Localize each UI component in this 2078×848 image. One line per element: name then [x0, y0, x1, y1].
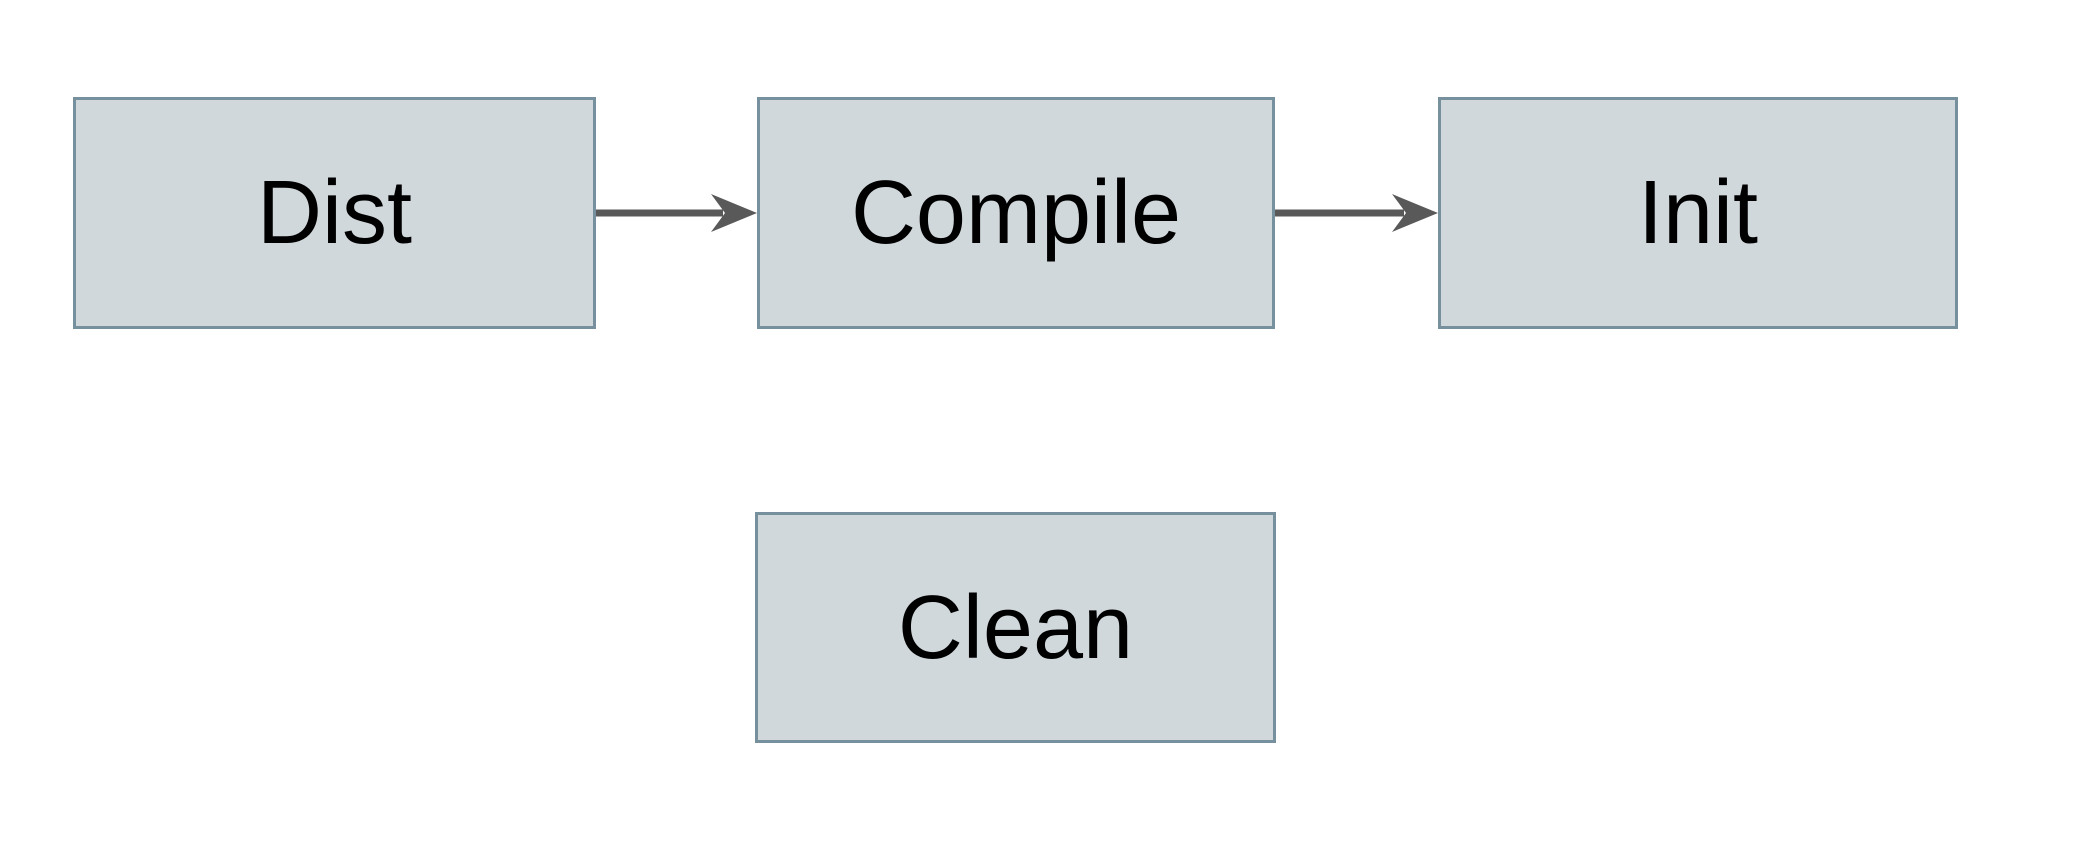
- node-clean[interactable]: Clean: [755, 512, 1276, 743]
- node-clean-label: Clean: [897, 577, 1134, 678]
- node-init-label: Init: [1637, 163, 1759, 263]
- node-compile[interactable]: Compile: [757, 97, 1275, 329]
- arrowhead-icon: [1392, 194, 1438, 232]
- arrow-compile-to-init: [1275, 194, 1438, 232]
- node-compile-label: Compile: [850, 163, 1182, 263]
- node-init[interactable]: Init: [1438, 97, 1958, 329]
- arrowhead-icon: [711, 194, 757, 232]
- arrow-dist-to-compile: [596, 194, 757, 232]
- node-dist-label: Dist: [257, 163, 412, 263]
- node-dist[interactable]: Dist: [73, 97, 596, 329]
